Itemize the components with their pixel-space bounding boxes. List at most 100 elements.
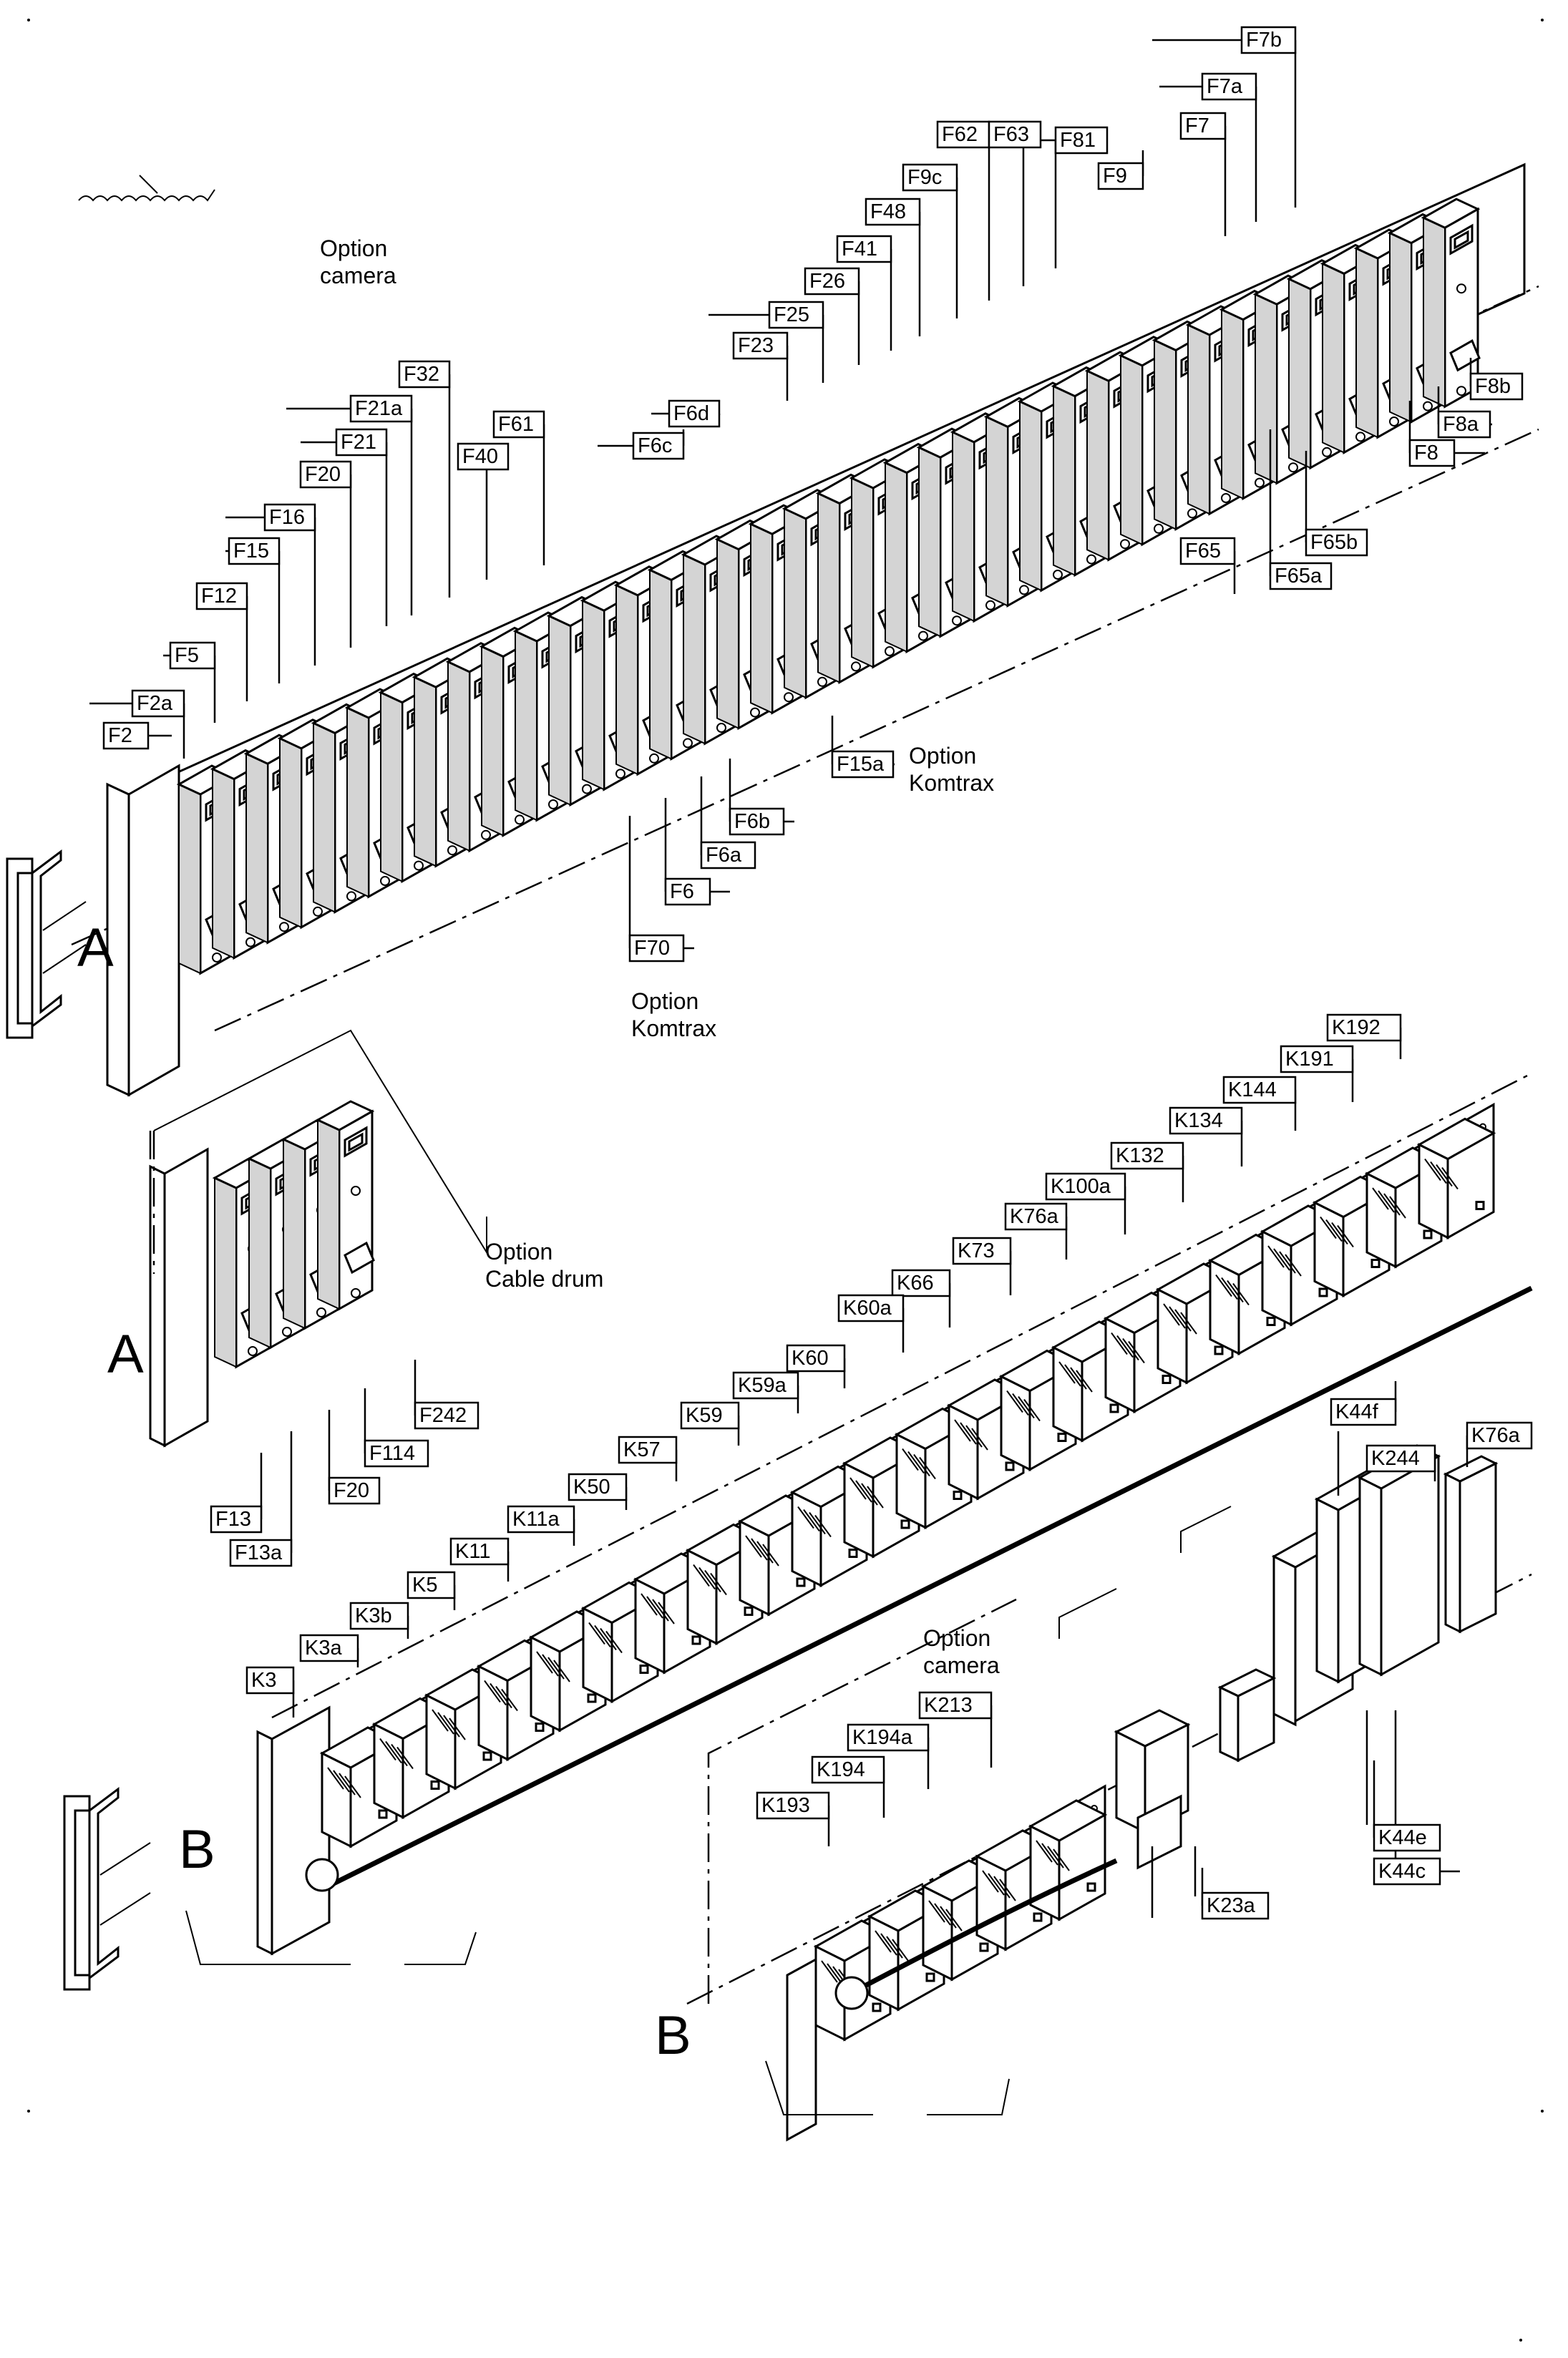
callout-label-text: K132 xyxy=(1116,1144,1164,1167)
callout-label: F61 xyxy=(492,410,545,439)
callout-label-text: K44f xyxy=(1335,1400,1379,1423)
callout-label: K244 xyxy=(1365,1444,1436,1473)
callout-label: F242 xyxy=(414,1401,479,1430)
callout-label-text: F48 xyxy=(870,200,906,223)
callout-label-text: K144 xyxy=(1228,1078,1277,1101)
callout-label-text: F81 xyxy=(1060,129,1096,152)
callout-label: K193 xyxy=(756,1791,830,1820)
marker-a-left: A xyxy=(107,1324,144,1385)
callout-label: K3b xyxy=(349,1602,409,1630)
caption-option-cable-drum-line2: Cable drum xyxy=(485,1266,603,1292)
label-boxes: F2F2aF5F12F15F16F20F21F21aF32F40F61F6cF6… xyxy=(102,26,1533,1920)
callout-label-text: K3b xyxy=(355,1604,392,1627)
callout-label-text: F16 xyxy=(269,506,305,529)
callout-label-text: K50 xyxy=(573,1476,610,1499)
caption-option-komtrax-bottom-line1: Option xyxy=(631,988,698,1014)
callout-label: K132 xyxy=(1110,1141,1184,1170)
caption-option-komtrax-right-line2: Komtrax xyxy=(909,770,994,796)
callout-label-text: F23 xyxy=(738,334,774,357)
callout-label: K194 xyxy=(811,1755,885,1784)
callout-label: F21a xyxy=(349,394,413,423)
callout-label-text: F13 xyxy=(215,1508,251,1531)
captions: Option camera Option Komtrax Option Komt… xyxy=(320,235,1000,1678)
relay-rail-assembly xyxy=(185,1072,1533,2005)
callout-label-text: F21 xyxy=(341,431,376,454)
callout-label: F20 xyxy=(299,460,352,489)
callout-label: K59 xyxy=(680,1401,740,1430)
din-rail-bracket-bottom xyxy=(63,1787,151,1991)
callout-label: F15 xyxy=(228,537,281,565)
callout-label: K5 xyxy=(406,1571,456,1599)
callout-label-text: K191 xyxy=(1285,1048,1334,1071)
callout-label: F15a xyxy=(831,750,895,779)
callout-label: F32 xyxy=(398,360,451,389)
callout-label: F65a xyxy=(1269,562,1333,590)
callout-label-text: F63 xyxy=(993,123,1029,146)
callout-label-text: F65a xyxy=(1275,565,1323,588)
callout-label-text: F6 xyxy=(670,880,694,903)
callout-label: K23a xyxy=(1201,1891,1270,1920)
callout-label-text: F6b xyxy=(734,810,770,833)
callout-label: K11 xyxy=(449,1537,510,1566)
callout-label-text: K59a xyxy=(738,1374,787,1397)
callout-label: F65b xyxy=(1305,528,1368,557)
marker-a-top: A xyxy=(77,917,114,978)
callout-label: F6b xyxy=(729,807,785,836)
callout-label: F63 xyxy=(988,120,1042,149)
callout-label: F21 xyxy=(335,428,388,457)
callout-label-text: K59 xyxy=(686,1404,723,1427)
caption-option-komtrax-right-line1: Option xyxy=(909,743,976,769)
callout-label-text: F6a xyxy=(706,844,742,867)
callout-label-text: F13a xyxy=(235,1541,283,1564)
callout-label: K191 xyxy=(1280,1045,1354,1073)
callout-label: K76a xyxy=(1466,1421,1533,1450)
callout-label: K60a xyxy=(837,1294,905,1322)
callout-label: F23 xyxy=(732,331,789,360)
cable-drum-fuse-block xyxy=(149,1029,487,1448)
callout-label-text: K11a xyxy=(512,1508,560,1531)
callout-label-text: F26 xyxy=(809,270,845,293)
callout-label: F20 xyxy=(328,1476,381,1505)
callout-label-text: K44c xyxy=(1378,1860,1426,1883)
din-rail-bracket-top xyxy=(6,849,87,1039)
callout-label: F13a xyxy=(229,1539,293,1567)
callout-label: K76a xyxy=(1004,1202,1068,1231)
callout-label-text: F12 xyxy=(201,585,237,608)
marker-b-left: B xyxy=(179,1819,215,1880)
callout-label: F9 xyxy=(1097,162,1144,190)
caption-option-camera-bottom-line1: Option xyxy=(923,1625,990,1651)
callout-label-text: F5 xyxy=(175,644,199,667)
callout-label-text: K60 xyxy=(792,1347,829,1370)
callout-label: F9c xyxy=(902,163,958,192)
callout-label-text: F20 xyxy=(333,1479,369,1502)
callout-label-text: K194 xyxy=(817,1758,865,1781)
callout-label: F8b xyxy=(1469,372,1524,401)
fuse-rail-assembly xyxy=(71,162,1539,1097)
callout-label-text: K73 xyxy=(958,1239,995,1262)
callout-label: K44c xyxy=(1373,1857,1441,1886)
callout-label: F41 xyxy=(836,235,892,263)
comb-spring-clip-icon xyxy=(78,175,215,202)
callout-label-text: F65b xyxy=(1310,531,1358,554)
callout-label: K60 xyxy=(786,1344,846,1373)
callout-label-text: F8 xyxy=(1414,442,1438,464)
caption-option-cable-drum-line1: Option xyxy=(485,1239,552,1265)
callout-label-text: F7a xyxy=(1207,75,1243,98)
callout-label-text: F9c xyxy=(907,166,942,189)
callout-label: F2a xyxy=(131,689,185,718)
callout-label: K44e xyxy=(1373,1823,1441,1852)
callout-label-text: K213 xyxy=(924,1694,973,1717)
callout-label-text: F7 xyxy=(1185,115,1209,137)
relay-module xyxy=(1028,1784,1108,1921)
callout-label: F6d xyxy=(668,399,721,428)
fuse-module xyxy=(315,1100,375,1311)
loose-relay-modules xyxy=(1058,1431,1499,1918)
callout-label: F25 xyxy=(768,301,824,329)
callout-label-text: F9 xyxy=(1103,165,1127,187)
section-markers: A A B B xyxy=(77,917,691,2066)
callout-label: K50 xyxy=(568,1473,628,1501)
callout-label: F65 xyxy=(1179,537,1236,565)
caption-option-camera-top-line2: camera xyxy=(320,263,396,288)
callout-label-text: F32 xyxy=(404,363,439,386)
